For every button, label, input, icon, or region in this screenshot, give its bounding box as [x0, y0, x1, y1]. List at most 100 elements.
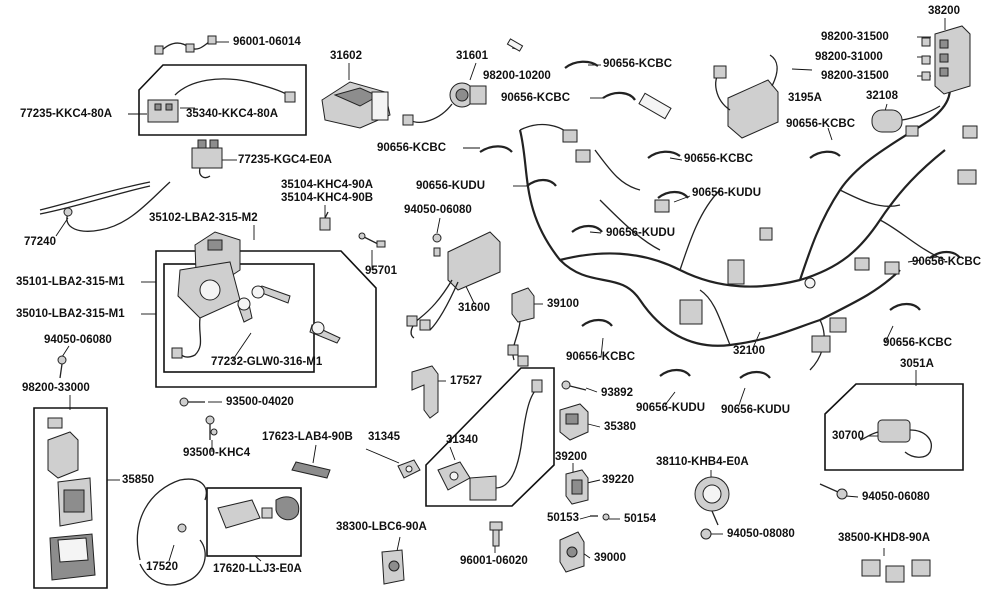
clamp-90656-kcbc-8: [889, 302, 921, 311]
screw-93500-khc4: [205, 415, 218, 440]
group-frame-brake-switch: [206, 487, 302, 557]
label-90656-kcbc-5: 90656-KCBC: [786, 118, 856, 130]
label-90656-kudu-4: 90656-KUDU: [636, 402, 706, 414]
label-3195a: 3195A: [788, 92, 822, 104]
clamp-90656-kcbc-5: [809, 150, 841, 159]
label-77232-glw0-316-m1: 77232-GLW0-316-M1: [211, 356, 323, 368]
washer-31345: [397, 459, 421, 479]
label-95701: 95701: [365, 265, 397, 277]
label-35850: 35850: [122, 474, 154, 486]
label-17623-lab4-90b: 17623-LAB4-90B: [262, 431, 353, 443]
label-96001-06020: 96001-06020: [460, 555, 528, 567]
label-31602: 31602: [330, 50, 362, 62]
label-77240: 77240: [24, 236, 56, 248]
label-50153: 50153: [547, 512, 579, 524]
condenser-32108: [871, 105, 941, 133]
switch-wire-35340: [147, 78, 296, 123]
label-98200-31500-a: 98200-31500: [821, 31, 889, 43]
label-90656-kudu-5: 90656-KUDU: [721, 404, 791, 416]
label-50154: 50154: [624, 513, 656, 525]
brake-switch-17620: [217, 496, 300, 529]
starter-relay-35850: [47, 417, 96, 581]
clamp-90656-kcbc-3: [479, 145, 513, 153]
label-77235-kgc4-e0a: 77235-KGC4-E0A: [238, 154, 332, 166]
bolt-96001-06020: [489, 521, 503, 547]
bracket-17527: [411, 365, 439, 419]
label-35104-khc4-90b: 35104-KHC4-90B: [281, 192, 374, 204]
label-90656-kcbc-2: 90656-KCBC: [501, 92, 571, 104]
label-90656-kcbc-7: 90656-KCBC: [566, 351, 636, 363]
bolt-94050-06080-c: [819, 483, 848, 500]
label-90656-kcbc-4: 90656-KCBC: [684, 153, 754, 165]
wire-clamps: [479, 60, 961, 379]
clamp-90656-kcbc-2: [602, 91, 636, 101]
label-98200-33000: 98200-33000: [22, 382, 90, 394]
label-31340: 31340: [446, 434, 478, 446]
label-94050-06080-a: 94050-06080: [404, 204, 472, 216]
label-35380: 35380: [604, 421, 636, 433]
label-90656-kudu-1: 90656-KUDU: [416, 180, 486, 192]
label-17527: 17527: [450, 375, 482, 387]
fuse-box-38200: [921, 25, 971, 95]
label-35104-khc4-90a: 35104-KHC4-90A: [281, 179, 374, 191]
group-frame-ignition: [155, 250, 377, 388]
switch-39000: [559, 531, 585, 573]
group-frame-pickup: [425, 367, 555, 507]
label-32108: 32108: [866, 90, 898, 102]
label-94050-06080-b: 94050-06080: [44, 334, 112, 346]
label-35010-lba2-315-m1: 35010-LBA2-315-M1: [16, 308, 125, 320]
bolt-94050-06080-a: [432, 233, 442, 257]
main-wire-harness: [518, 69, 978, 371]
label-38110-khb4-e0a: 38110-KHB4-E0A: [656, 456, 749, 468]
clamp-90656-kudu-5: [739, 370, 771, 379]
clamp-90656-kcbc-1: [564, 60, 599, 69]
label-90656-kudu-3: 90656-KUDU: [606, 227, 676, 239]
group-frame-solenoid: [33, 407, 108, 589]
fuse-39200-39220: [565, 469, 589, 505]
label-38200: 38200: [928, 5, 960, 17]
label-98200-10200: 98200-10200: [483, 70, 551, 82]
regulator-35380: [559, 403, 589, 441]
relay-39100: [507, 287, 535, 367]
screw-50153-50154: [590, 513, 610, 521]
label-90656-kcbc-3: 90656-KCBC: [377, 142, 447, 154]
label-39200: 39200: [555, 451, 587, 463]
bolt-93892: [561, 380, 587, 391]
ignition-key-set-35101: [171, 231, 341, 359]
label-90656-kudu-2: 90656-KUDU: [692, 187, 762, 199]
bolt-94050-06080-b: [57, 355, 67, 379]
label-93500-04020: 93500-04020: [226, 396, 294, 408]
label-30700: 30700: [832, 430, 864, 442]
cable-17520: [136, 478, 207, 586]
label-94050-06080-c: 94050-06080: [862, 491, 930, 503]
label-17520: 17520: [146, 561, 178, 573]
label-94050-08080: 94050-08080: [727, 528, 795, 540]
screw-93500-04020: [179, 397, 205, 407]
clamp-90656-kudu-3: [571, 224, 603, 233]
lamp-17623: [291, 461, 331, 479]
label-90656-kcbc-6: 90656-KCBC: [912, 256, 982, 268]
screw-96001-06014: [154, 35, 217, 55]
label-98200-31500-b: 98200-31500: [821, 70, 889, 82]
cable-77240: [39, 181, 171, 232]
sensor-38300: [381, 549, 405, 585]
clamp-90656-kcbc-4: [647, 150, 681, 159]
label-17620-llj3-e0a: 17620-LLJ3-E0A: [213, 563, 302, 575]
label-35340-kkc4-80a: 35340-KKC4-80A: [186, 108, 279, 120]
switch-31601: [402, 38, 524, 126]
relays-38500: [861, 559, 931, 583]
clamp-90656-kudu-1: [526, 178, 557, 187]
clamp-90656-kcbc-7: [581, 318, 613, 327]
label-35101-lba2-315-m1: 35101-LBA2-315-M1: [16, 276, 125, 288]
ignition-coil-30700: [859, 419, 932, 458]
pin-95701: [358, 232, 386, 248]
horn-38110: [694, 476, 730, 526]
label-98200-31000: 98200-31000: [815, 51, 883, 63]
label-31600: 31600: [458, 302, 490, 314]
cover-31602: [321, 81, 391, 129]
clamp-90656-kcbc-6: [929, 250, 961, 259]
bolt-94050-08080: [700, 528, 712, 540]
label-39000: 39000: [594, 552, 626, 564]
clamp-90656-kudu-2: [657, 190, 689, 199]
